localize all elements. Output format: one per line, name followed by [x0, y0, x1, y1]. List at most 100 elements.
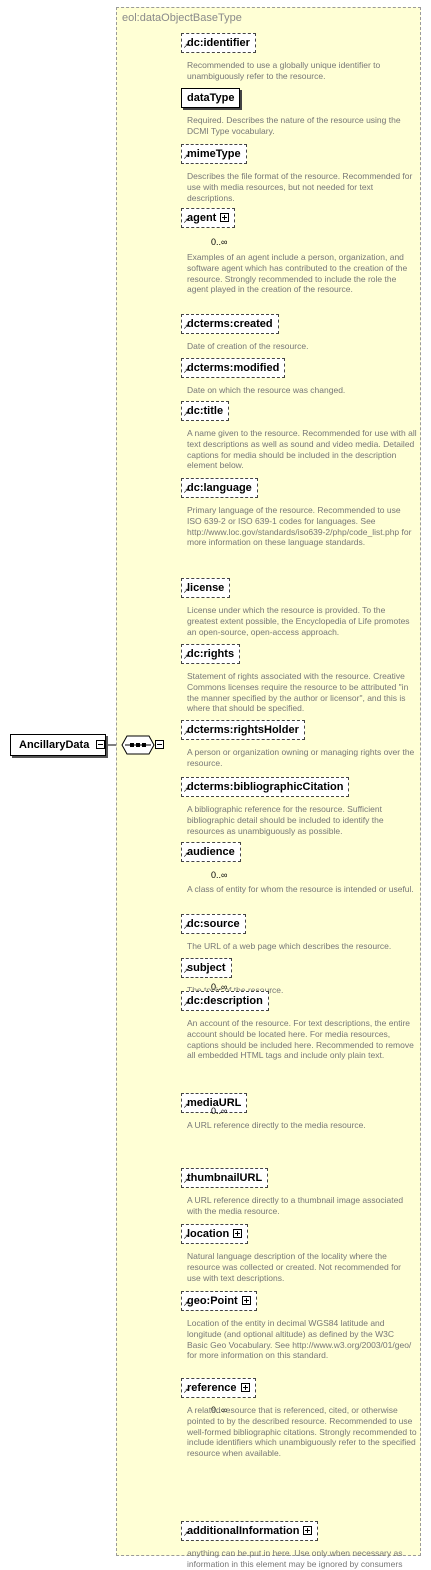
- element-dc-description[interactable]: ↗dc:description: [181, 991, 269, 1011]
- expand-plus-icon[interactable]: [241, 1296, 251, 1305]
- reference-arrow-icon: ↗: [183, 1388, 189, 1395]
- element-additionalinformation[interactable]: ↗additionalInformation: [181, 1521, 319, 1541]
- reference-arrow-icon: ↗: [183, 1301, 189, 1308]
- expand-plus-icon[interactable]: [240, 1383, 250, 1392]
- cardinality-label: 0..∞: [211, 870, 228, 880]
- reference-arrow-icon: ↗: [183, 1103, 189, 1110]
- element-description: A URL reference directly to a thumbnail …: [187, 1195, 404, 1216]
- root-collapse-icon[interactable]: [96, 740, 105, 749]
- element-dcterms-bibliographiccitation[interactable]: ↗dcterms:bibliographicCitation: [181, 777, 350, 797]
- reference-arrow-icon: ↗: [183, 43, 189, 50]
- element-dc-language[interactable]: ↗dc:language: [181, 478, 258, 498]
- element-description: anything can be put in here. Use only wh…: [187, 1548, 403, 1569]
- element-label: dcterms:created: [187, 318, 273, 330]
- reference-arrow-icon: ↗: [183, 154, 189, 161]
- sequence-collapse-icon[interactable]: [155, 740, 164, 749]
- element-label: mediaURL: [187, 1097, 242, 1109]
- reference-arrow-icon: ↗: [183, 368, 189, 375]
- element-description: A person or organization owning or manag…: [187, 747, 415, 768]
- element-label: dcterms:rightsHolder: [187, 724, 299, 736]
- element-thumbnailurl[interactable]: ↗thumbnailURL: [181, 1168, 269, 1188]
- element-description: A bibliographic reference for the resour…: [187, 804, 384, 836]
- element-label: dc:title: [187, 405, 224, 417]
- element-label: reference: [187, 1382, 237, 1394]
- element-description: A URL reference directly to the media re…: [187, 1120, 366, 1130]
- reference-arrow-icon: ↗: [183, 654, 189, 661]
- element-location[interactable]: ↗location: [181, 1224, 249, 1244]
- cardinality-label: 0..∞: [211, 1106, 228, 1116]
- reference-arrow-icon: ↗: [183, 324, 189, 331]
- element-label: dcterms:modified: [187, 362, 280, 374]
- reference-arrow-icon: ↗: [183, 730, 189, 737]
- element-dcterms-modified[interactable]: ↗dcterms:modified: [181, 358, 286, 378]
- element-label: license: [187, 582, 225, 594]
- element-label: agent: [187, 212, 217, 224]
- element-dc-source[interactable]: ↗dc:source: [181, 914, 246, 934]
- element-description: An account of the resource. For text des…: [187, 1018, 414, 1061]
- element-mimetype[interactable]: ↗mimeType: [181, 144, 247, 164]
- reference-arrow-icon: ↗: [183, 787, 189, 794]
- element-description: Location of the entity in decimal WGS84 …: [187, 1318, 412, 1361]
- element-dcterms-rightsholder[interactable]: ↗dcterms:rightsHolder: [181, 720, 305, 740]
- element-dcterms-created[interactable]: ↗dcterms:created: [181, 314, 279, 334]
- reference-arrow-icon: ↗: [183, 852, 189, 859]
- reference-arrow-icon: ↗: [183, 924, 189, 931]
- element-label: location: [187, 1228, 230, 1240]
- element-reference[interactable]: ↗reference: [181, 1378, 260, 1402]
- element-label: dcterms:bibliographicCitation: [187, 781, 344, 793]
- element-description: Primary language of the resource. Recomm…: [187, 505, 412, 548]
- cardinality-label: 0..∞: [211, 982, 228, 992]
- element-label: thumbnailURL: [187, 1172, 263, 1184]
- cardinality-label: 0..∞: [211, 237, 228, 247]
- expand-plus-icon[interactable]: [220, 213, 230, 222]
- element-description: Describes the file format of the resourc…: [187, 171, 413, 203]
- element-subject[interactable]: ↗subject: [181, 958, 235, 982]
- element-datatype[interactable]: dataType: [181, 88, 241, 108]
- reference-arrow-icon: ↗: [183, 411, 189, 418]
- element-label: mimeType: [187, 148, 241, 160]
- element-description: A related resource that is referenced, c…: [187, 1405, 417, 1459]
- element-geo-point[interactable]: ↗geo:Point: [181, 1291, 257, 1311]
- element-dc-identifier[interactable]: ↗dc:identifier: [181, 33, 256, 53]
- element-description: Natural language description of the loca…: [187, 1251, 402, 1283]
- element-description: A name given to the resource. Recommende…: [187, 428, 417, 471]
- group-title: eol:dataObjectBaseType: [122, 12, 242, 24]
- element-description: Required. Describes the nature of the re…: [187, 115, 401, 136]
- element-label: dc:rights: [187, 648, 235, 660]
- element-description: Date on which the resource was changed.: [187, 385, 346, 395]
- element-label: dc:source: [187, 918, 240, 930]
- reference-arrow-icon: ↗: [183, 1234, 189, 1241]
- element-agent[interactable]: ↗agent: [181, 208, 240, 232]
- element-label: audience: [187, 846, 235, 858]
- element-audience[interactable]: ↗audience: [181, 842, 245, 866]
- element-label: additionalInformation: [187, 1525, 300, 1537]
- root-label: AncillaryData: [19, 739, 90, 751]
- element-license[interactable]: ↗license: [181, 578, 231, 598]
- element-label: subject: [187, 962, 226, 974]
- reference-arrow-icon: ↗: [183, 968, 189, 975]
- root-element-ancillarydata[interactable]: AncillaryData: [10, 734, 106, 756]
- reference-arrow-icon: ↗: [183, 218, 189, 225]
- reference-arrow-icon: ↗: [183, 1178, 189, 1185]
- reference-arrow-icon: ↗: [183, 488, 189, 495]
- cardinality-label: 0..∞: [211, 1405, 228, 1415]
- element-description: Date of creation of the resource.: [187, 341, 309, 351]
- element-description: The topic of the resource.: [187, 985, 284, 995]
- element-label: dc:description: [187, 995, 263, 1007]
- element-label: geo:Point: [187, 1295, 238, 1307]
- reference-arrow-icon: ↗: [183, 588, 189, 595]
- element-description: Statement of rights associated with the …: [187, 671, 409, 714]
- element-description: Examples of an agent include a person, o…: [187, 252, 408, 295]
- element-label: dataType: [187, 92, 235, 104]
- reference-arrow-icon: ↗: [183, 1001, 189, 1008]
- element-description: License under which the resource is prov…: [187, 605, 410, 637]
- expand-plus-icon[interactable]: [233, 1229, 243, 1238]
- reference-arrow-icon: ↗: [183, 1531, 189, 1538]
- element-description: Recommended to use a globally unique ide…: [187, 60, 381, 81]
- element-dc-title[interactable]: ↗dc:title: [181, 401, 230, 421]
- element-description: The URL of a web page which describes th…: [187, 941, 392, 951]
- element-dc-rights[interactable]: ↗dc:rights: [181, 644, 241, 664]
- expand-plus-icon[interactable]: [303, 1526, 313, 1535]
- element-label: dc:language: [187, 482, 252, 494]
